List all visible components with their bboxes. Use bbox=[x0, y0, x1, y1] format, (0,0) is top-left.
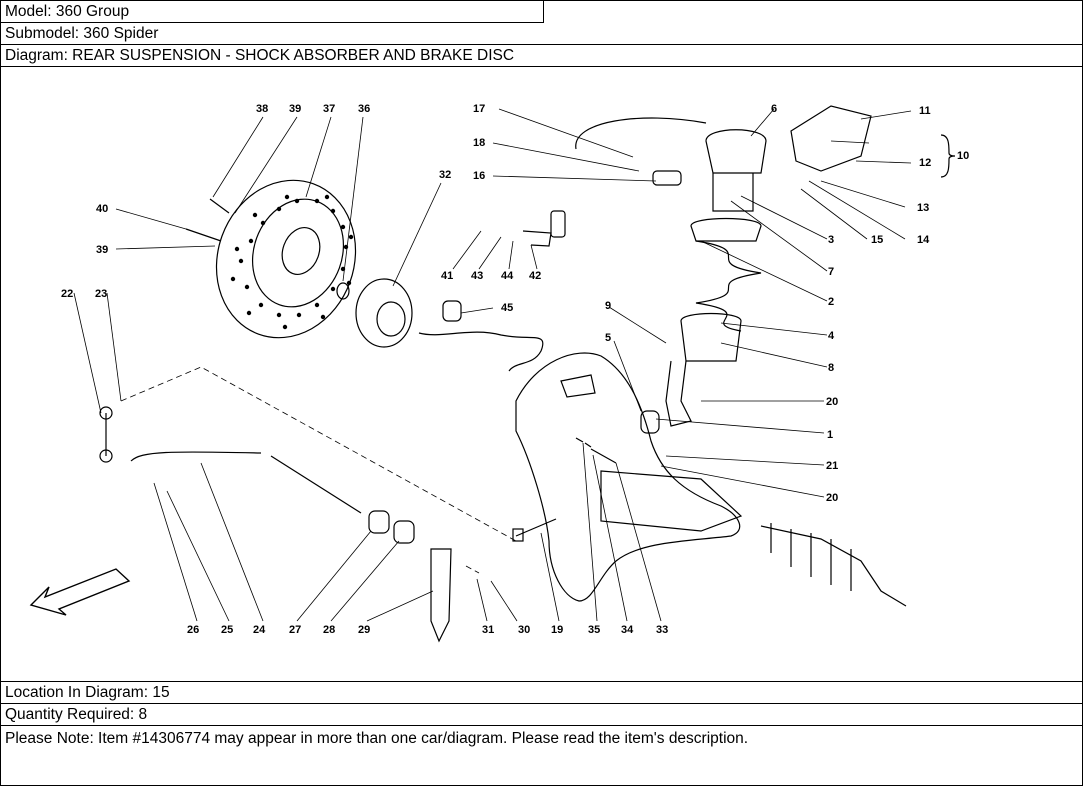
callout-11: 11 bbox=[919, 105, 931, 117]
note-row: Please Note: Item #14306774 may appear i… bbox=[5, 730, 749, 747]
callout-19: 19 bbox=[551, 624, 563, 636]
callout-27: 27 bbox=[289, 624, 301, 636]
callout-25: 25 bbox=[221, 624, 233, 636]
callout-21: 21 bbox=[826, 460, 838, 472]
callout-29: 29 bbox=[358, 624, 370, 636]
callout-26: 26 bbox=[187, 624, 199, 636]
callout-12: 12 bbox=[919, 157, 931, 169]
callout-23: 23 bbox=[95, 288, 107, 300]
pin-19 bbox=[515, 518, 557, 537]
lower-arm bbox=[600, 470, 743, 532]
callout-9: 9 bbox=[605, 300, 611, 312]
callout-35: 35 bbox=[588, 624, 600, 636]
part-outlines bbox=[99, 105, 907, 643]
location-row: Location In Diagram: 15 bbox=[1, 682, 1082, 704]
callout-5: 5 bbox=[605, 332, 611, 344]
link-ball-joint bbox=[99, 406, 113, 420]
bolt-33 bbox=[575, 437, 617, 464]
pin-19-head bbox=[512, 528, 524, 542]
callout-45: 45 bbox=[501, 302, 513, 314]
callout-10: 10 bbox=[957, 150, 969, 162]
quantity-row: Quantity Required: 8 bbox=[1, 704, 1082, 726]
callout-33: 33 bbox=[656, 624, 668, 636]
callout-3: 3 bbox=[828, 234, 834, 246]
spring-adjuster bbox=[680, 312, 742, 362]
callout-22: 22 bbox=[61, 288, 73, 300]
exploded-parts-diagram: 1 2 3 4 5 6 7 8 9 10 11 12 13 14 15 16 1… bbox=[1, 67, 1082, 682]
leader-lines bbox=[73, 108, 912, 622]
bolt-40 bbox=[185, 228, 222, 242]
sensor-body bbox=[652, 170, 682, 186]
callout-14: 14 bbox=[917, 234, 930, 246]
spring-seat-upper bbox=[690, 217, 762, 242]
front-direction-arrow bbox=[29, 568, 131, 616]
callout-15: 15 bbox=[871, 234, 883, 246]
callout-37: 37 bbox=[323, 103, 335, 115]
callout-24: 24 bbox=[253, 624, 266, 636]
callout-34: 34 bbox=[621, 624, 634, 636]
anti-roll-bar bbox=[130, 451, 262, 462]
callout-38: 38 bbox=[256, 103, 268, 115]
shock-lower-body bbox=[665, 360, 692, 427]
callout-6: 6 bbox=[771, 103, 777, 115]
brake-disc-hub bbox=[251, 198, 345, 308]
callout-1: 1 bbox=[827, 429, 833, 441]
brake-disc-center bbox=[281, 227, 321, 275]
callout-43: 43 bbox=[471, 270, 483, 282]
callout-39-upper: 39 bbox=[289, 103, 301, 115]
sensor-plug bbox=[550, 210, 566, 238]
callout-32: 32 bbox=[439, 169, 451, 181]
callout-28: 28 bbox=[323, 624, 335, 636]
hub-carrier bbox=[515, 352, 741, 602]
assembly-lines bbox=[120, 366, 517, 574]
diagram-drawing: 1 2 3 4 5 6 7 8 9 10 11 12 13 14 15 16 1… bbox=[29, 103, 969, 643]
callout-30: 30 bbox=[518, 624, 530, 636]
drop-link-29 bbox=[430, 548, 452, 643]
callout-18: 18 bbox=[473, 137, 485, 149]
callout-2: 2 bbox=[828, 296, 834, 308]
wheel-hub-bore bbox=[376, 301, 406, 337]
roll-bar-arm bbox=[270, 455, 362, 514]
callout-31: 31 bbox=[482, 624, 494, 636]
top-bracket bbox=[790, 105, 872, 172]
callout-44: 44 bbox=[501, 270, 514, 282]
callout-40: 40 bbox=[96, 203, 108, 215]
bush-45 bbox=[442, 300, 462, 322]
lower-bush bbox=[640, 410, 660, 434]
callout-8: 8 bbox=[828, 362, 834, 374]
shock-upper-body bbox=[712, 173, 754, 212]
diagram-title-row: Diagram: REAR SUSPENSION - SHOCK ABSORBE… bbox=[1, 45, 1082, 67]
bolt-38 bbox=[209, 198, 230, 214]
bush-28 bbox=[393, 520, 415, 544]
bracket-42 bbox=[522, 230, 552, 247]
callout-10-brace bbox=[940, 134, 956, 178]
sensor-cable bbox=[418, 331, 544, 372]
bush-27 bbox=[368, 510, 390, 534]
callout-41: 41 bbox=[441, 270, 453, 282]
cv-boot-ribs bbox=[770, 523, 852, 591]
upright-boss bbox=[560, 374, 596, 398]
callout-4: 4 bbox=[828, 330, 835, 342]
callout-42: 42 bbox=[529, 270, 541, 282]
callout-20-upper: 20 bbox=[826, 396, 838, 408]
wheel-hub bbox=[355, 278, 413, 348]
callout-36: 36 bbox=[358, 103, 370, 115]
callout-16: 16 bbox=[473, 170, 485, 182]
model-row: Model: 360 Group bbox=[1, 1, 544, 23]
link-end bbox=[99, 449, 113, 463]
sensor-wire bbox=[575, 117, 707, 150]
submodel-row: Submodel: 360 Spider bbox=[1, 23, 1082, 45]
callout-20-lower: 20 bbox=[826, 492, 838, 504]
callout-7: 7 bbox=[828, 266, 834, 278]
callout-13: 13 bbox=[917, 202, 929, 214]
disc-drill-holes bbox=[230, 194, 354, 330]
callout-labels: 1 2 3 4 5 6 7 8 9 10 11 12 13 14 15 16 1… bbox=[61, 103, 969, 636]
shock-top-mount bbox=[705, 129, 767, 174]
coil-spring bbox=[695, 240, 762, 332]
hub-spacer bbox=[336, 282, 350, 300]
callout-39-lower: 39 bbox=[96, 244, 108, 256]
callout-17: 17 bbox=[473, 103, 485, 115]
drive-shaft bbox=[760, 525, 907, 607]
